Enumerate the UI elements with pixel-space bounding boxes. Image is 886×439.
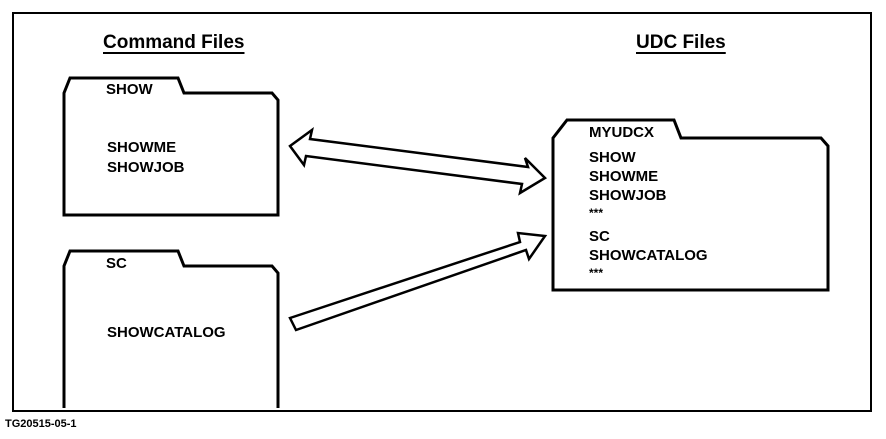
folder-myudcx-entry: SC	[589, 228, 610, 245]
folder-show-tab: SHOW	[106, 81, 153, 98]
folder-show-outline	[62, 76, 280, 217]
figure-id: TG20515-05-1	[5, 418, 77, 430]
folder-sc-outline	[62, 249, 280, 408]
folder-myudcx-entry: SHOW	[589, 149, 636, 166]
folder-myudcx-entry: SHOWJOB	[589, 187, 667, 204]
diagram-frame	[12, 12, 872, 412]
double-arrow	[288, 127, 548, 196]
folder-show-entry: SHOWME	[107, 139, 177, 156]
folder-myudcx-tab: MYUDCX	[589, 124, 655, 141]
folder-myudcx-entry: ***	[589, 206, 604, 220]
folder-myudcx-entry: SHOWME	[589, 168, 659, 185]
single-arrow	[288, 231, 548, 332]
folder-myudcx-entry: ***	[589, 266, 604, 280]
heading-udc-files: UDC Files	[636, 32, 726, 53]
folder-sc-entry: SHOWCATALOG	[107, 324, 226, 341]
folder-myudcx-outline	[551, 118, 830, 292]
folder-myudcx-entry: SHOWCATALOG	[589, 247, 708, 264]
folder-show-entry: SHOWJOB	[107, 159, 185, 176]
heading-command-files: Command Files	[103, 32, 245, 53]
folder-sc-tab: SC	[106, 255, 127, 272]
